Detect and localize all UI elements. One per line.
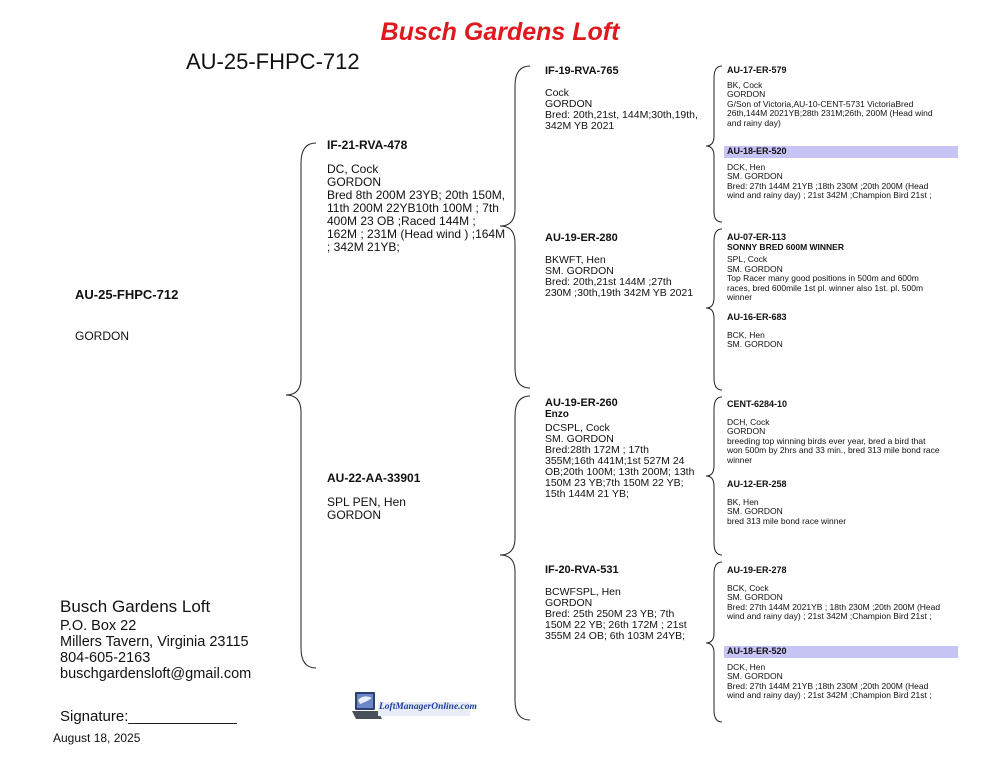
- gen3-card-5: CENT-6284-10 DCH, Cock GORDON breeding t…: [727, 399, 959, 465]
- loft-address: P.O. Box 22 Millers Tavern, Virginia 231…: [60, 618, 251, 682]
- sire-card: IF-21-RVA-478 DC, Cock GORDON Bred 8th 2…: [327, 139, 507, 254]
- gen3-card-4: AU-16-ER-683 BCK, Hen SM. GORDON: [727, 312, 959, 350]
- bracket-gen2-4: [705, 561, 723, 723]
- dam-details: SPL PEN, Hen GORDON: [327, 495, 406, 522]
- gen2-details: BCWFSPL, Hen GORDON Bred: 25th 250M 23 Y…: [545, 586, 687, 642]
- gen2-details: BKWFT, Hen SM. GORDON Bred: 20th,21st 14…: [545, 254, 694, 299]
- gen3-band-id-highlighted: AU-18-ER-520: [724, 646, 958, 658]
- gen3-band-id: AU-19-ER-278: [727, 565, 787, 575]
- bracket-gen2-1: [705, 65, 723, 223]
- gen3-details: BK, Hen SM. GORDON bred 313 mile bond ra…: [727, 496, 847, 526]
- gen3-card-8: AU-18-ER-520 DCK, Hen SM. GORDON Bred: 2…: [724, 646, 959, 701]
- dam-band-id: AU-22-AA-33901: [327, 471, 421, 485]
- gen3-band-id: CENT-6284-10: [727, 399, 788, 409]
- address-line-2: Millers Tavern, Virginia 23115: [60, 634, 249, 650]
- gen2-nickname: Enzo: [545, 409, 569, 420]
- bracket-sire: [499, 65, 531, 389]
- gen3-band-id: AU-07-ER-113: [727, 232, 787, 242]
- bracket-dam: [499, 395, 531, 721]
- print-date: August 18, 2025: [53, 731, 141, 745]
- bracket-subject: [285, 142, 317, 669]
- phone-number: 804-605-2163: [60, 650, 151, 666]
- gen3-details: DCK, Hen SM. GORDON Bred: 27th 144M 21YB…: [727, 161, 932, 200]
- subject-strain: GORDON: [75, 329, 129, 343]
- gen2-card-3: AU-19-ER-260 Enzo DCSPL, Cock SM. GORDON…: [545, 398, 710, 500]
- gen2-details: Cock GORDON Bred: 20th,21st, 144M;30th,1…: [545, 87, 698, 132]
- gen3-band-id: AU-17-ER-579: [727, 65, 787, 75]
- gen2-details: DCSPL, Cock SM. GORDON Bred:28th 172M ; …: [545, 422, 695, 500]
- gen3-title: SONNY BRED 600M WINNER: [727, 241, 844, 252]
- gen3-card-1: AU-17-ER-579 BK, Cock GORDON G/Son of Vi…: [727, 65, 959, 128]
- gen3-band-id: AU-16-ER-683: [727, 312, 787, 322]
- gen2-card-2: AU-19-ER-280 BKWFT, Hen SM. GORDON Bred:…: [545, 233, 710, 299]
- gen3-details: BCK, Hen SM. GORDON: [727, 329, 783, 349]
- bracket-gen2-2: [705, 228, 723, 391]
- logo-text: LoftManagerOnline.com: [379, 702, 477, 712]
- signature-line: Signature:_____________: [60, 708, 237, 725]
- gen3-card-3: AU-07-ER-113 SONNY BRED 600M WINNER SPL,…: [727, 232, 959, 303]
- gen2-band-id: AU-19-ER-260: [545, 397, 618, 409]
- address-line-1: P.O. Box 22: [60, 618, 137, 634]
- gen3-details: BCK, Cock SM. GORDON Bred: 27th 144M 202…: [727, 582, 941, 621]
- sire-details: DC, Cock GORDON Bred 8th 200M 23YB; 20th…: [327, 162, 506, 254]
- subject-band-id: AU-25-FHPC-712: [75, 287, 179, 302]
- pedigree-title: Busch Gardens Loft: [380, 18, 620, 46]
- gen2-card-4: IF-20-RVA-531 BCWFSPL, Hen GORDON Bred: …: [545, 565, 710, 642]
- band-number: AU-25-FHPC-712: [186, 49, 360, 74]
- email-address: buschgardensloft@gmail.com: [60, 666, 252, 682]
- gen3-card-6: AU-12-ER-258 BK, Hen SM. GORDON bred 313…: [727, 479, 959, 526]
- gen2-band-id: IF-20-RVA-531: [545, 564, 619, 576]
- gen3-details: BK, Cock GORDON G/Son of Victoria,AU-10-…: [727, 79, 933, 128]
- gen3-details: DCK, Hen SM. GORDON Bred: 27th 144M 21YB…: [727, 661, 932, 700]
- gen2-band-id: AU-19-ER-280: [545, 232, 618, 244]
- gen2-card-1: IF-19-RVA-765 Cock GORDON Bred: 20th,21s…: [545, 66, 710, 132]
- gen3-band-id: AU-12-ER-258: [727, 479, 787, 489]
- gen3-band-id-highlighted: AU-18-ER-520: [724, 146, 958, 158]
- loft-name: Busch Gardens Loft: [60, 597, 211, 616]
- sire-band-id: IF-21-RVA-478: [327, 138, 408, 152]
- gen3-details: DCH, Cock GORDON breeding top winning bi…: [727, 416, 940, 465]
- gen3-card-2: AU-18-ER-520 DCK, Hen SM. GORDON Bred: 2…: [724, 146, 959, 201]
- loftmanager-logo: LoftManagerOnline.com: [352, 688, 477, 724]
- gen3-card-7: AU-19-ER-278 BCK, Cock SM. GORDON Bred: …: [727, 565, 959, 622]
- gen2-band-id: IF-19-RVA-765: [545, 65, 619, 77]
- gen3-details: SPL, Cock SM. GORDON Top Racer many good…: [727, 254, 924, 302]
- dam-card: AU-22-AA-33901 SPL PEN, Hen GORDON: [327, 472, 507, 522]
- laptop-icon: [352, 692, 470, 719]
- bracket-gen2-3: [705, 396, 723, 556]
